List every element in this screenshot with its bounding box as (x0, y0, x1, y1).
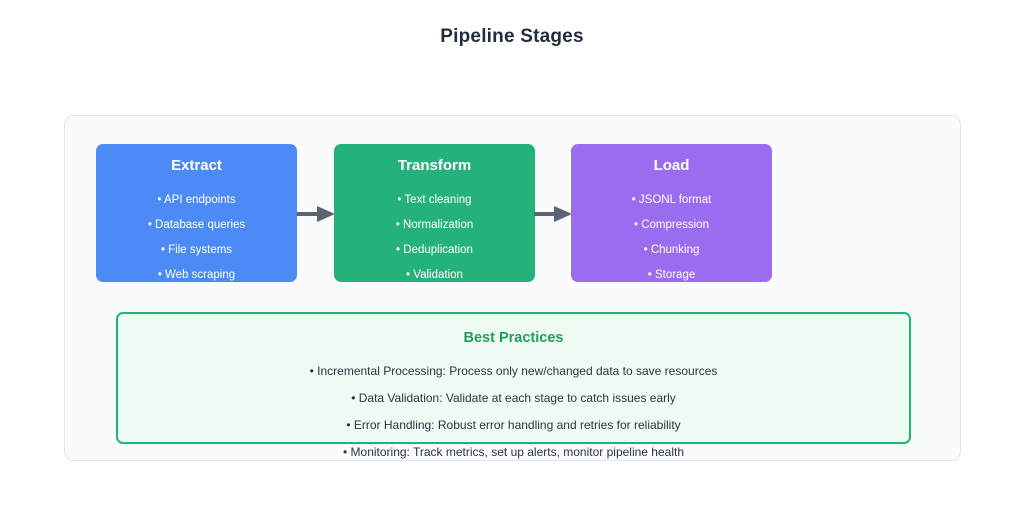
arrow-head (317, 206, 335, 222)
arrow-head (554, 206, 572, 222)
stage-title-load: Load (653, 157, 690, 174)
pipeline-stage-row: Extract • API endpoints • Database queri… (65, 116, 962, 306)
best-practice-item: • Incremental Processing: Process only n… (309, 364, 718, 378)
stage-card-load[interactable]: Load • JSONL format • Compression • Chun… (571, 144, 772, 282)
stage-item: • Text cleaning (397, 194, 472, 206)
stage-item: • Deduplication (396, 244, 473, 256)
stage-item: • JSONL format (631, 194, 712, 206)
stage-card-extract[interactable]: Extract • API endpoints • Database queri… (96, 144, 297, 282)
stage-item: • Storage (647, 269, 696, 281)
stage-item: • Database queries (147, 219, 246, 231)
stage-title-extract: Extract (171, 157, 222, 174)
arrow-shaft (297, 212, 323, 216)
stage-item: • API endpoints (157, 194, 236, 206)
stage-title-transform: Transform (397, 157, 472, 174)
best-practices-panel: Best Practices • Incremental Processing:… (116, 312, 911, 459)
stage-card-transform[interactable]: Transform • Text cleaning • Normalizatio… (334, 144, 535, 282)
arrow-shaft (534, 212, 560, 216)
best-practice-item: • Monitoring: Track metrics, set up aler… (342, 445, 684, 459)
stage-item: • Web scraping (157, 269, 236, 281)
page-title: Pipeline Stages (440, 26, 584, 47)
stage-item: • Normalization (395, 219, 474, 231)
stage-item: • Compression (634, 219, 709, 231)
best-practices-title: Best Practices (463, 330, 564, 346)
arrow-right-icon-transform-to-load (534, 206, 574, 222)
pipeline-diagram-container: Extract • API endpoints • Database queri… (64, 115, 961, 461)
arrow-right-icon-extract-to-transform (297, 206, 337, 222)
stage-item: • File systems (160, 244, 233, 256)
best-practice-item: • Data Validation: Validate at each stag… (351, 391, 676, 405)
stage-item: • Validation (406, 269, 463, 281)
stage-item: • Chunking (643, 244, 700, 256)
best-practice-item: • Error Handling: Robust error handling … (346, 418, 681, 432)
